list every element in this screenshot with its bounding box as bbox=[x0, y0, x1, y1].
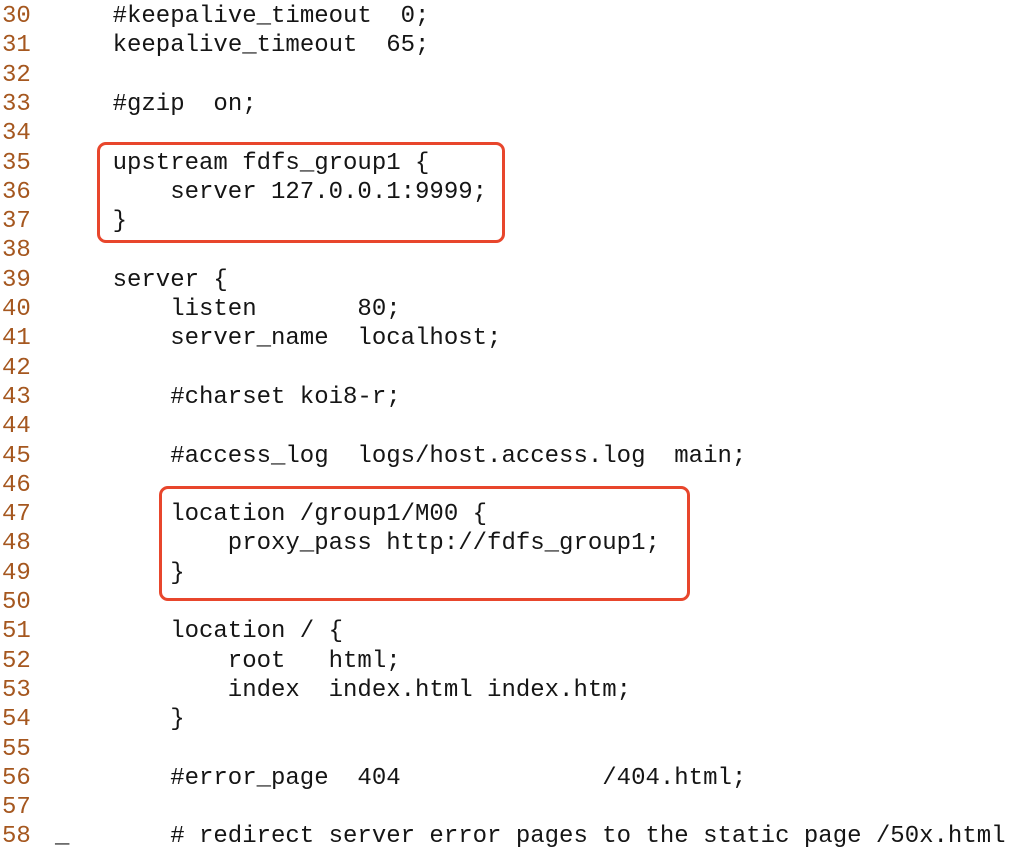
line-number: 54 bbox=[2, 706, 31, 734]
line-text: #keepalive_timeout 0; bbox=[112, 3, 430, 30]
line-number: 40 bbox=[2, 296, 31, 323]
line-number: 43 bbox=[2, 383, 31, 411]
line-number: 45 bbox=[2, 442, 31, 470]
text-cursor: _ bbox=[55, 823, 70, 851]
line-number: 35 bbox=[2, 149, 31, 177]
line-number: 49 bbox=[2, 559, 31, 587]
line-number: 58 bbox=[2, 823, 31, 851]
line-text: location /group1/M00 { bbox=[170, 501, 488, 529]
line-text: server { bbox=[112, 266, 228, 294]
line-number: 41 bbox=[2, 325, 31, 353]
line-text: #gzip on; bbox=[112, 90, 257, 118]
line-number: 38 bbox=[2, 237, 31, 265]
line-text: keepalive_timeout 65; bbox=[112, 32, 430, 60]
line-text: } bbox=[170, 559, 185, 587]
line-number: 55 bbox=[2, 735, 31, 763]
line-number: 47 bbox=[2, 501, 31, 529]
line-text: # redirect server error pages to the sta… bbox=[170, 823, 1006, 851]
line-text: } bbox=[112, 208, 127, 236]
line-number: 48 bbox=[2, 530, 31, 558]
line-number: 56 bbox=[2, 764, 31, 792]
line-number: 42 bbox=[2, 354, 31, 382]
line-text: server_name localhost; bbox=[170, 325, 502, 353]
line-number: 31 bbox=[2, 32, 31, 60]
line-text: root html; bbox=[227, 647, 401, 675]
line-number: 46 bbox=[2, 471, 31, 499]
line-number: 50 bbox=[2, 589, 31, 616]
line-number: 33 bbox=[2, 90, 31, 118]
line-number: 37 bbox=[2, 208, 31, 236]
line-text: server 127.0.0.1:9999; bbox=[170, 178, 488, 206]
highlight-box-upstream bbox=[97, 142, 505, 243]
line-text: #error_page 404 /404.html; bbox=[170, 764, 747, 792]
line-number: 34 bbox=[2, 120, 31, 148]
line-number: 52 bbox=[2, 647, 31, 675]
line-number: 32 bbox=[2, 61, 31, 89]
line-text: #charset koi8-r; bbox=[170, 383, 401, 411]
line-number: 39 bbox=[2, 266, 31, 294]
line-text: index index.html index.htm; bbox=[227, 676, 632, 704]
line-number: 53 bbox=[2, 676, 31, 704]
line-text: listen 80; bbox=[170, 296, 401, 323]
line-number: 51 bbox=[2, 618, 31, 646]
line-text: upstream fdfs_group1 { bbox=[112, 149, 430, 177]
line-text: location / { bbox=[170, 618, 344, 646]
line-text: } bbox=[170, 706, 185, 734]
line-number: 44 bbox=[2, 413, 31, 441]
highlight-box-location bbox=[159, 486, 690, 601]
line-text: #access_log logs/host.access.log main; bbox=[170, 442, 747, 470]
line-number: 30 bbox=[2, 3, 31, 30]
line-number: 57 bbox=[2, 794, 31, 822]
line-number: 36 bbox=[2, 178, 31, 206]
line-text: proxy_pass http://fdfs_group1; bbox=[227, 530, 660, 558]
